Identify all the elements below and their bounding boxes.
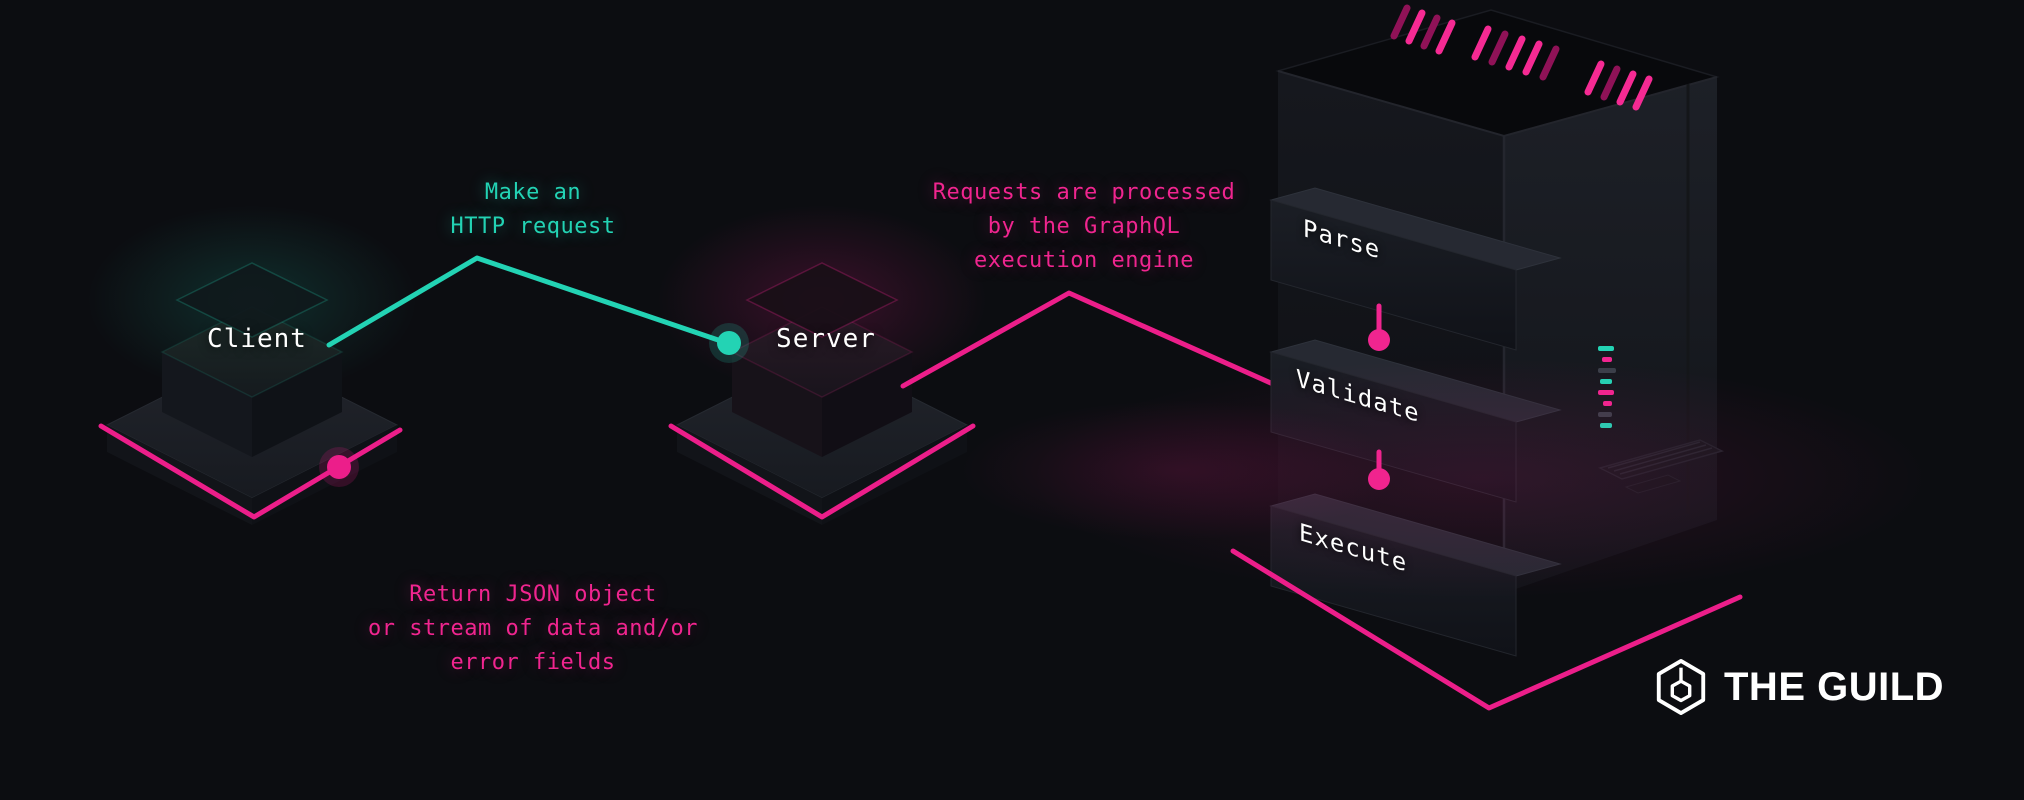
request-annotation: Make an HTTP request — [451, 176, 616, 244]
request-line — [326, 255, 727, 348]
barcode-lights-icon — [1390, 4, 1653, 111]
response-annotation: Return JSON object or stream of data and… — [368, 578, 698, 680]
request-annotation-line-2: HTTP request — [450, 214, 616, 239]
response-annotation-line-3: error fields — [450, 650, 616, 675]
processed-line — [900, 290, 1285, 391]
server-label: Server — [776, 324, 876, 354]
step-connector-dot-1 — [1368, 329, 1390, 351]
client-lid — [175, 262, 329, 338]
request-endpoint-dot — [717, 331, 741, 355]
parse-block-front-face — [1270, 199, 1517, 351]
client-box-left-face — [162, 352, 252, 457]
tower-base-outline — [1230, 548, 1743, 711]
processed-annotation-line-2: by the GraphQL — [987, 214, 1181, 239]
response-dot — [327, 455, 351, 479]
server-lid — [745, 262, 899, 338]
tower-pink-streak-left — [960, 400, 1400, 540]
processed-annotation-line-3: execution engine — [974, 248, 1194, 273]
processed-annotation: Requests are processed by the GraphQL ex… — [933, 176, 1235, 278]
client-label: Client — [207, 324, 307, 354]
the-guild-logo: THE GUILD — [1652, 658, 1944, 716]
server-box-right-face — [822, 352, 912, 457]
response-path — [98, 423, 976, 520]
response-annotation-line-2: or stream of data and/or — [368, 616, 698, 641]
request-path — [326, 255, 749, 363]
client-box-right-face — [252, 352, 342, 457]
response-line-client — [98, 423, 403, 520]
server-box-left-face — [732, 352, 822, 457]
guild-hexagon-icon — [1656, 658, 1706, 716]
response-annotation-line-1: Return JSON object — [409, 582, 657, 607]
step-block-parse — [1269, 187, 1562, 351]
processed-annotation-line-1: Requests are processed — [932, 180, 1236, 205]
guild-logo-text: THE GUILD — [1724, 664, 1945, 709]
response-line-server — [668, 423, 976, 520]
request-annotation-line-1: Make an — [484, 180, 582, 205]
client-node — [105, 262, 399, 525]
